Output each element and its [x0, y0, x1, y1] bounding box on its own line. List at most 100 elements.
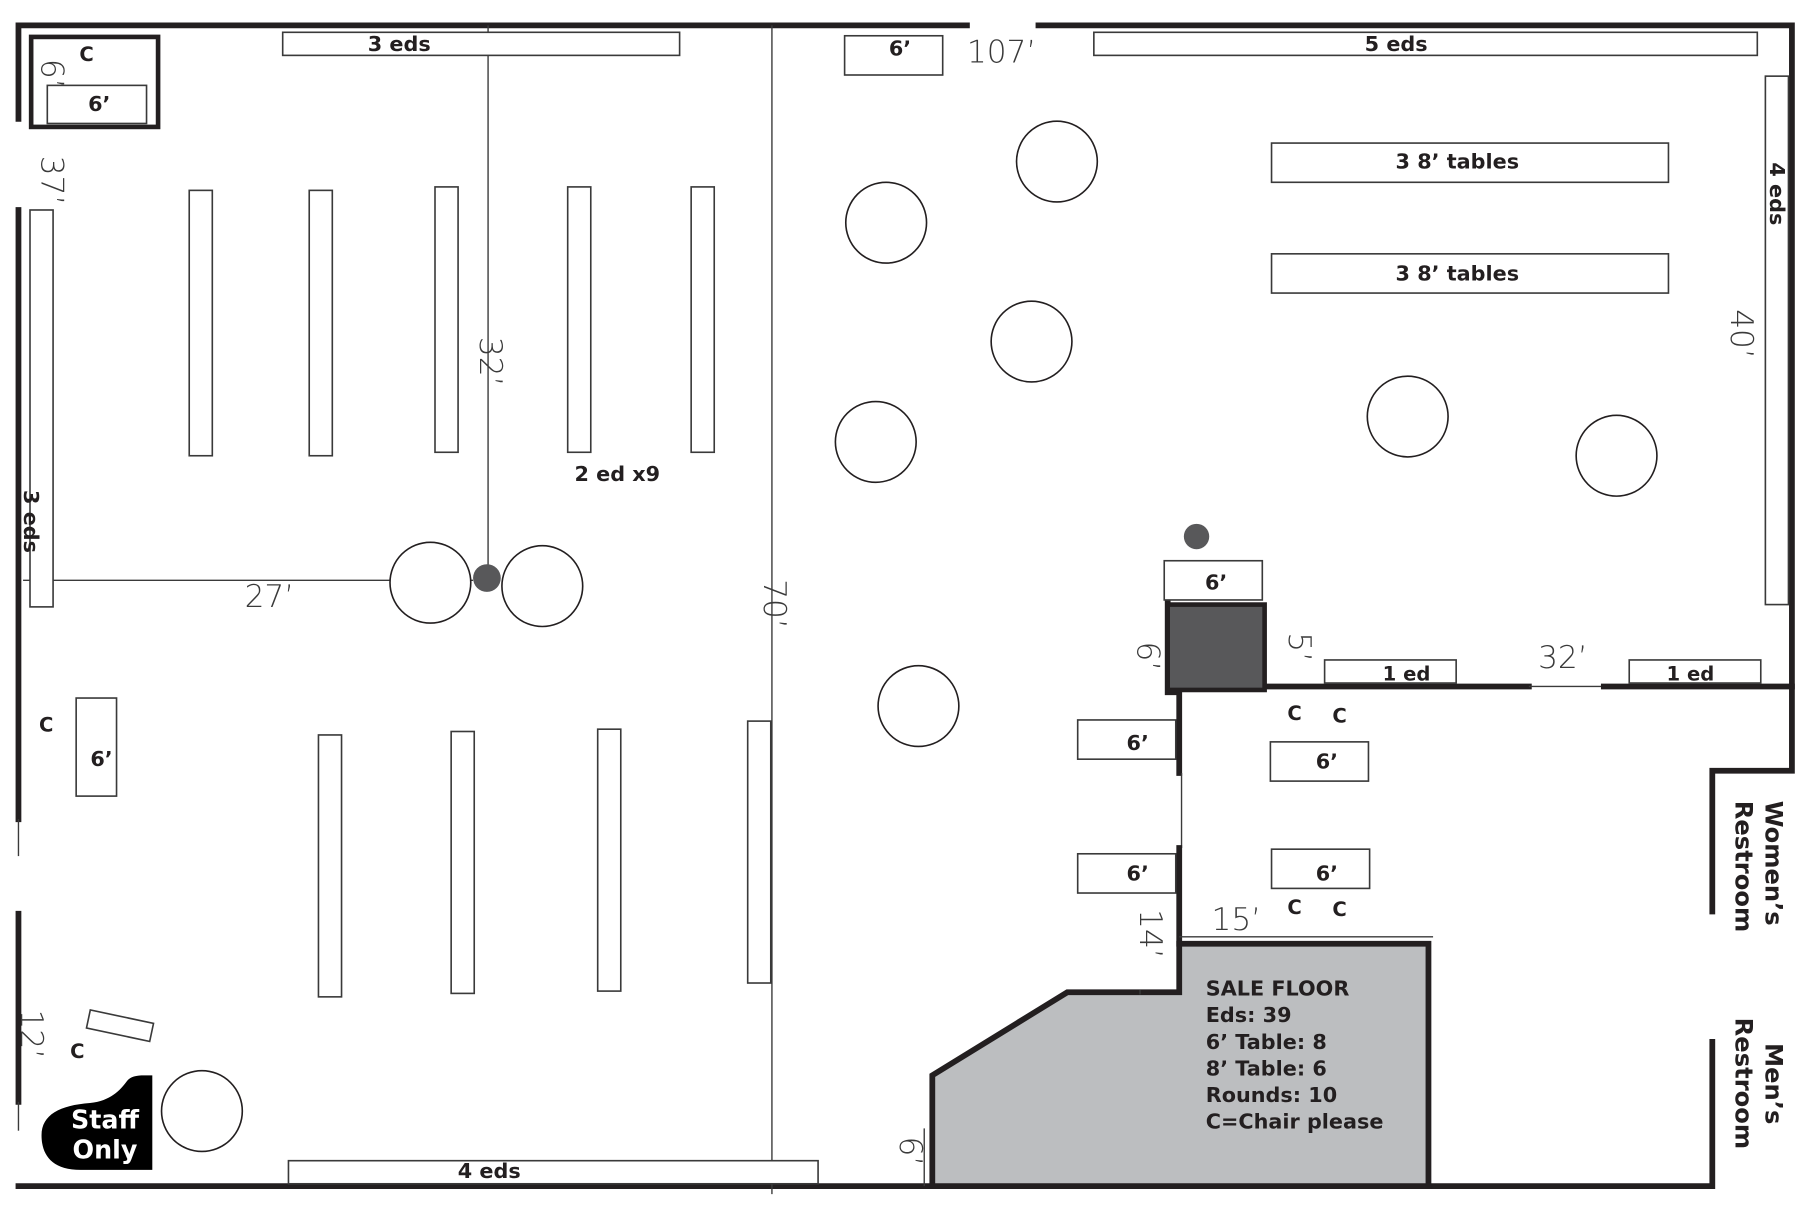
legend-line-chair: C=Chair please — [1206, 1109, 1384, 1133]
fixture-top-left-eds — [281, 31, 681, 57]
fixture-top-right-eds — [1093, 31, 1759, 57]
round-tables — [160, 120, 1658, 1153]
label-mens-line2: Restroom — [1729, 1018, 1757, 1150]
staff-only-shape — [41, 1075, 153, 1170]
six-ft-tables: 6’ 6’ 6’ 6’ 6’ 6’ 6’ 6’ — [46, 34, 1371, 1043]
column-block — [1165, 602, 1267, 693]
label-mens-line1: Men’s — [1759, 1043, 1787, 1124]
round-table — [1366, 375, 1449, 458]
dimension-left-run: 27’ — [245, 579, 295, 615]
table-6ft-top-center — [843, 34, 944, 76]
wall-bottom-right — [1425, 1038, 1716, 1189]
dimension-center-depth: 70’ — [756, 579, 792, 629]
round-table — [877, 664, 960, 748]
gondola — [690, 186, 716, 454]
dimension-column-side: 6’ — [1130, 641, 1166, 671]
gondola-group-upper — [188, 186, 716, 457]
fixture-group-wall-endcaps: 3 eds 5 eds 4 eds 3 eds 4 eds — [19, 31, 1790, 1185]
dimension-left-depth: 37’ — [34, 156, 70, 206]
table-angled-lower-left — [85, 1009, 155, 1043]
chair-marker: C — [70, 1040, 84, 1063]
label-bottom-eds: 4 eds — [458, 1159, 521, 1183]
chair-marker: C — [1332, 704, 1346, 727]
gondola — [188, 189, 214, 457]
label-8ft-tables-2: 3 8’ tables — [1396, 261, 1520, 285]
dimension-stock-depth: 14’ — [1132, 909, 1168, 959]
label-table-6ft: 6’ — [90, 747, 112, 771]
label-womens-line1: Women’s — [1759, 801, 1787, 926]
dimension-right-depth: 40’ — [1723, 309, 1759, 359]
table-6ft-column — [1163, 559, 1264, 601]
dimension-lower-left: 12’ — [13, 1010, 49, 1060]
chairs: C C C C C C C — [39, 43, 1347, 1063]
dimension-corner-room: 6’ — [34, 59, 70, 89]
dimension-top-width: 107’ — [967, 34, 1036, 70]
dimension-aisle-length: 32’ — [472, 337, 508, 387]
legend-line-rounds: Rounds: 10 — [1206, 1083, 1337, 1107]
label-table-6ft: 6’ — [1316, 749, 1338, 773]
round-table — [1575, 414, 1658, 497]
label-table-6ft: 6’ — [1205, 571, 1227, 595]
column-dot — [473, 564, 501, 592]
table-6ft-back-room-lower — [1270, 848, 1371, 890]
table-8ft-row-2 — [1270, 253, 1670, 294]
label-top-right-eds: 5 eds — [1365, 32, 1428, 56]
round-table — [990, 300, 1073, 383]
table-8ft-row-1 — [1270, 142, 1670, 184]
label-table-6ft: 6’ — [88, 92, 110, 116]
label-left-wall-eds: 3 eds — [19, 490, 43, 553]
label-womens-restroom: Women’s Restroom — [1729, 801, 1787, 934]
table-6ft-left-wall — [75, 697, 118, 797]
label-womens-line2: Restroom — [1729, 801, 1757, 933]
round-table — [1015, 120, 1099, 203]
table-6ft-back-room-upper — [1269, 741, 1370, 782]
dimension-door-side: 6’ — [892, 1136, 928, 1166]
corner-office-wall — [28, 34, 161, 130]
chair-marker: C — [39, 713, 53, 736]
staff-only-line1: Staff — [71, 1104, 140, 1134]
round-table — [160, 1069, 244, 1153]
endcap-1ed-left — [1323, 659, 1457, 684]
staff-only-sign: Staff Only — [41, 1075, 153, 1170]
label-1ed-right: 1 ed — [1666, 663, 1714, 686]
sale-floor-area — [929, 940, 1432, 1189]
fixture-left-wall-eds — [29, 209, 54, 608]
label-table-6ft: 6’ — [1316, 861, 1338, 885]
legend-line-6ft: 6’ Table: 8 — [1206, 1030, 1327, 1054]
label-table-6ft: 6’ — [1127, 861, 1149, 885]
legend-title: SALE FLOOR — [1206, 977, 1350, 1001]
round-table — [834, 400, 917, 484]
label-mens-restroom: Men’s Restroom — [1729, 1018, 1787, 1150]
label-table-6ft: 6’ — [1127, 731, 1149, 755]
wall-top-right — [1035, 22, 1795, 915]
legend-line-eds: Eds: 39 — [1206, 1003, 1292, 1027]
round-table — [844, 181, 928, 264]
gondola — [746, 720, 772, 984]
endcap-1ed-right — [1628, 659, 1762, 684]
wall-top-left — [15, 22, 970, 122]
label-table-6ft: 6’ — [889, 36, 911, 60]
gondola — [317, 734, 343, 998]
gondola — [450, 730, 476, 995]
gondola — [566, 186, 592, 454]
dimension-column-gap: 5’ — [1281, 632, 1317, 662]
fixture-bottom-eds — [287, 1159, 819, 1185]
dimension-partition-width: 32’ — [1538, 640, 1588, 676]
table-6ft-partition-upper — [1076, 719, 1177, 760]
chair-marker: C — [1287, 896, 1301, 919]
chair-marker: C — [1287, 702, 1301, 725]
table-6ft-partition-lower — [1076, 852, 1177, 894]
label-8ft-tables-1: 3 8’ tables — [1396, 149, 1520, 173]
label-1ed-left: 1 ed — [1383, 663, 1431, 686]
table-6ft-corner-office — [46, 84, 148, 125]
gondola — [434, 186, 459, 454]
sale-floor-legend: SALE FLOOR Eds: 39 6’ Table: 8 8’ Table:… — [1206, 977, 1384, 1134]
chair-marker: C — [79, 43, 93, 66]
legend-line-8ft: 8’ Table: 6 — [1206, 1056, 1327, 1080]
column-dot — [1183, 523, 1210, 550]
round-table — [389, 541, 472, 624]
dimension-labels: 107’ 37’ 6’ 32’ 27’ 70’ 40’ 6’ 5’ 32’ 14… — [13, 34, 1759, 1166]
label-top-left-eds: 3 eds — [368, 32, 431, 56]
restroom-labels: Women’s Restroom Men’s Restroom — [1729, 801, 1787, 1149]
